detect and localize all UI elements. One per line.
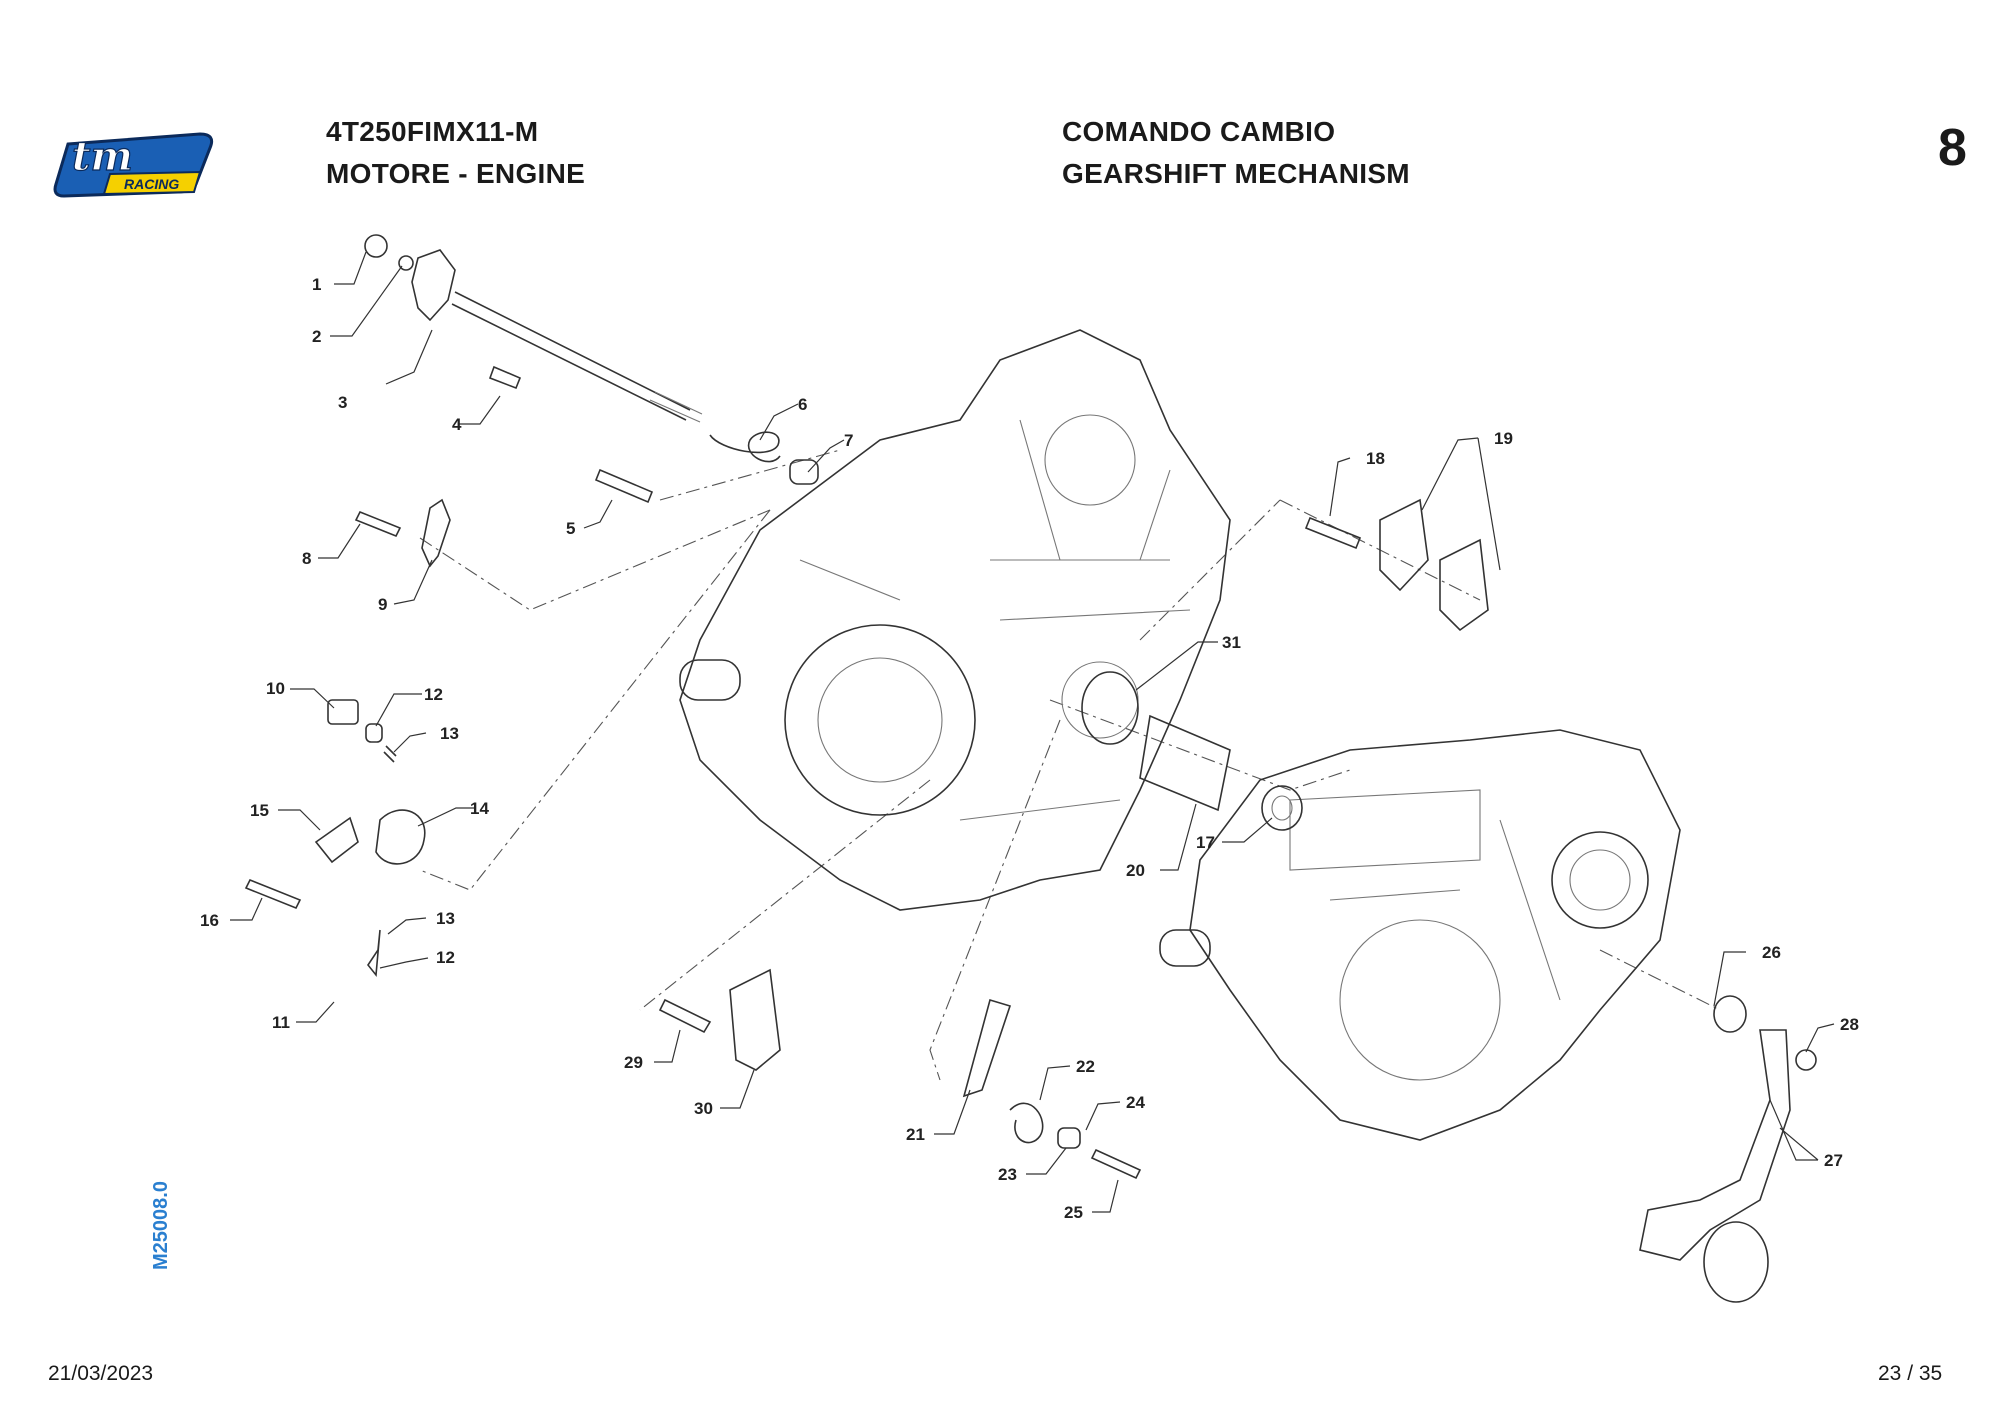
logo-text: tm xyxy=(72,133,133,180)
callout-29: 29 xyxy=(624,1053,643,1072)
footer-date: 21/03/2023 xyxy=(48,1362,154,1385)
table-number: 8 xyxy=(1938,119,1967,177)
callout-7: 7 xyxy=(844,431,853,450)
callout-9: 9 xyxy=(378,595,387,614)
callout-31: 31 xyxy=(1222,633,1241,652)
callout-5: 5 xyxy=(566,519,575,538)
callout-labels: 1 2 3 4 6 7 5 8 9 10 12 13 15 14 16 13 1… xyxy=(200,275,1859,1222)
callout-11: 11 xyxy=(272,1013,290,1032)
footer-page-number: 23 / 35 xyxy=(1878,1362,1943,1385)
left-crankcase xyxy=(679,329,1231,911)
callout-30: 30 xyxy=(694,1099,713,1118)
callout-23: 23 xyxy=(998,1165,1017,1184)
callout-18: 18 xyxy=(1366,449,1385,468)
callout-19: 19 xyxy=(1494,429,1513,448)
drawing-code: M25008.0 xyxy=(150,1181,172,1270)
callout-27: 27 xyxy=(1824,1151,1843,1170)
callout-2: 2 xyxy=(312,327,321,346)
title-english: GEARSHIFT MECHANISM xyxy=(1062,158,1410,189)
group-title: MOTORE - ENGINE xyxy=(326,158,586,189)
tm-racing-logo: tm RACING xyxy=(50,126,220,202)
callout-20: 20 xyxy=(1126,861,1145,880)
assembly-lines xyxy=(419,449,1721,1081)
logo-graphic: tm RACING xyxy=(53,132,214,198)
callout-17: 17 xyxy=(1196,833,1215,852)
callout-8: 8 xyxy=(302,549,311,568)
callout-22: 22 xyxy=(1076,1057,1095,1076)
callout-6: 6 xyxy=(798,395,807,414)
callout-16: 16 xyxy=(200,911,219,930)
callout-13b: 13 xyxy=(436,909,455,928)
right-crankcase xyxy=(1159,729,1681,1141)
callout-4: 4 xyxy=(452,415,462,434)
shift-drum xyxy=(1081,671,1303,831)
logo-subtext: RACING xyxy=(124,176,179,192)
callout-13a: 13 xyxy=(440,724,459,743)
callout-25: 25 xyxy=(1064,1203,1083,1222)
callout-15: 15 xyxy=(250,801,269,820)
shift-forks xyxy=(658,498,1489,1071)
small-parts xyxy=(244,431,819,978)
callout-26: 26 xyxy=(1762,943,1781,962)
leader-lines xyxy=(230,251,1835,1213)
callout-12b: 12 xyxy=(436,948,455,967)
callout-1: 1 xyxy=(312,275,321,294)
callout-21: 21 xyxy=(906,1125,925,1144)
callout-28: 28 xyxy=(1840,1015,1859,1034)
callout-24: 24 xyxy=(1126,1093,1145,1112)
callout-3: 3 xyxy=(338,393,347,412)
model-code: 4T250FIMX11-M xyxy=(326,116,539,147)
shift-shaft xyxy=(364,234,703,423)
shift-lever xyxy=(962,995,1817,1303)
callout-14: 14 xyxy=(470,799,489,818)
callout-12a: 12 xyxy=(424,685,443,704)
title-italian: COMANDO CAMBIO xyxy=(1062,116,1336,147)
callout-10: 10 xyxy=(266,679,285,698)
